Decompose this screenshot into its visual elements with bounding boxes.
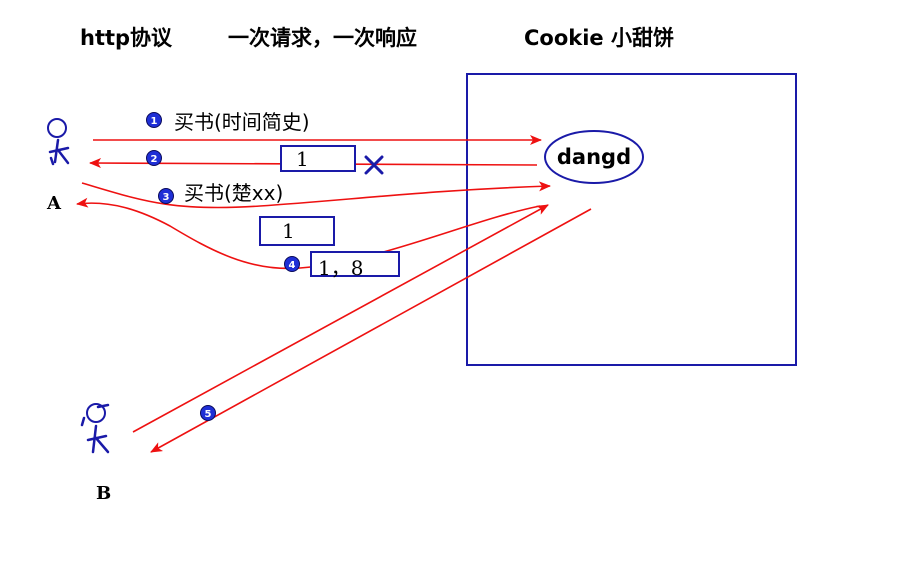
svg-text:5: 5 <box>205 409 212 420</box>
cookie-box-1 <box>280 145 356 172</box>
step-badge-3: 3 <box>158 188 174 204</box>
svg-text:3: 3 <box>163 192 170 203</box>
header-protocol: http协议 <box>80 26 173 50</box>
message-step3: 买书(楚xx) <box>184 181 284 205</box>
person-a-icon <box>47 118 70 166</box>
cookie-box-2-label: 1 <box>282 219 295 243</box>
arrow-step5-response <box>150 208 592 453</box>
message-step1: 买书(时间简史) <box>174 110 310 134</box>
arrow-step3-request <box>81 181 551 209</box>
step-badge-4: 4 <box>284 256 300 272</box>
cross-icon <box>364 155 384 175</box>
person-b-label: B <box>96 483 112 504</box>
cookie-box-3-label: 1，8 <box>318 256 364 280</box>
server-ellipse <box>544 130 644 184</box>
person-b-icon <box>80 403 110 454</box>
server-name: dangd <box>557 145 631 169</box>
cookie-box-2 <box>259 216 335 246</box>
person-a-label: A <box>47 193 61 214</box>
svg-text:2: 2 <box>151 154 158 165</box>
cookie-box-3 <box>310 251 400 277</box>
arrow-step5-request <box>132 204 549 433</box>
step-badge-2: 2 <box>146 150 162 166</box>
arrow-step3-response <box>76 197 541 270</box>
cookie-box-1-label: 1 <box>296 147 309 171</box>
server-box <box>466 73 797 366</box>
svg-text:1: 1 <box>151 116 158 127</box>
step-badge-1: 1 <box>146 112 162 128</box>
header-cookie: Cookie 小甜饼 <box>524 26 674 50</box>
svg-text:4: 4 <box>289 260 296 271</box>
header-rule: 一次请求，一次响应 <box>228 26 417 50</box>
step-badge-5: 5 <box>200 405 216 421</box>
